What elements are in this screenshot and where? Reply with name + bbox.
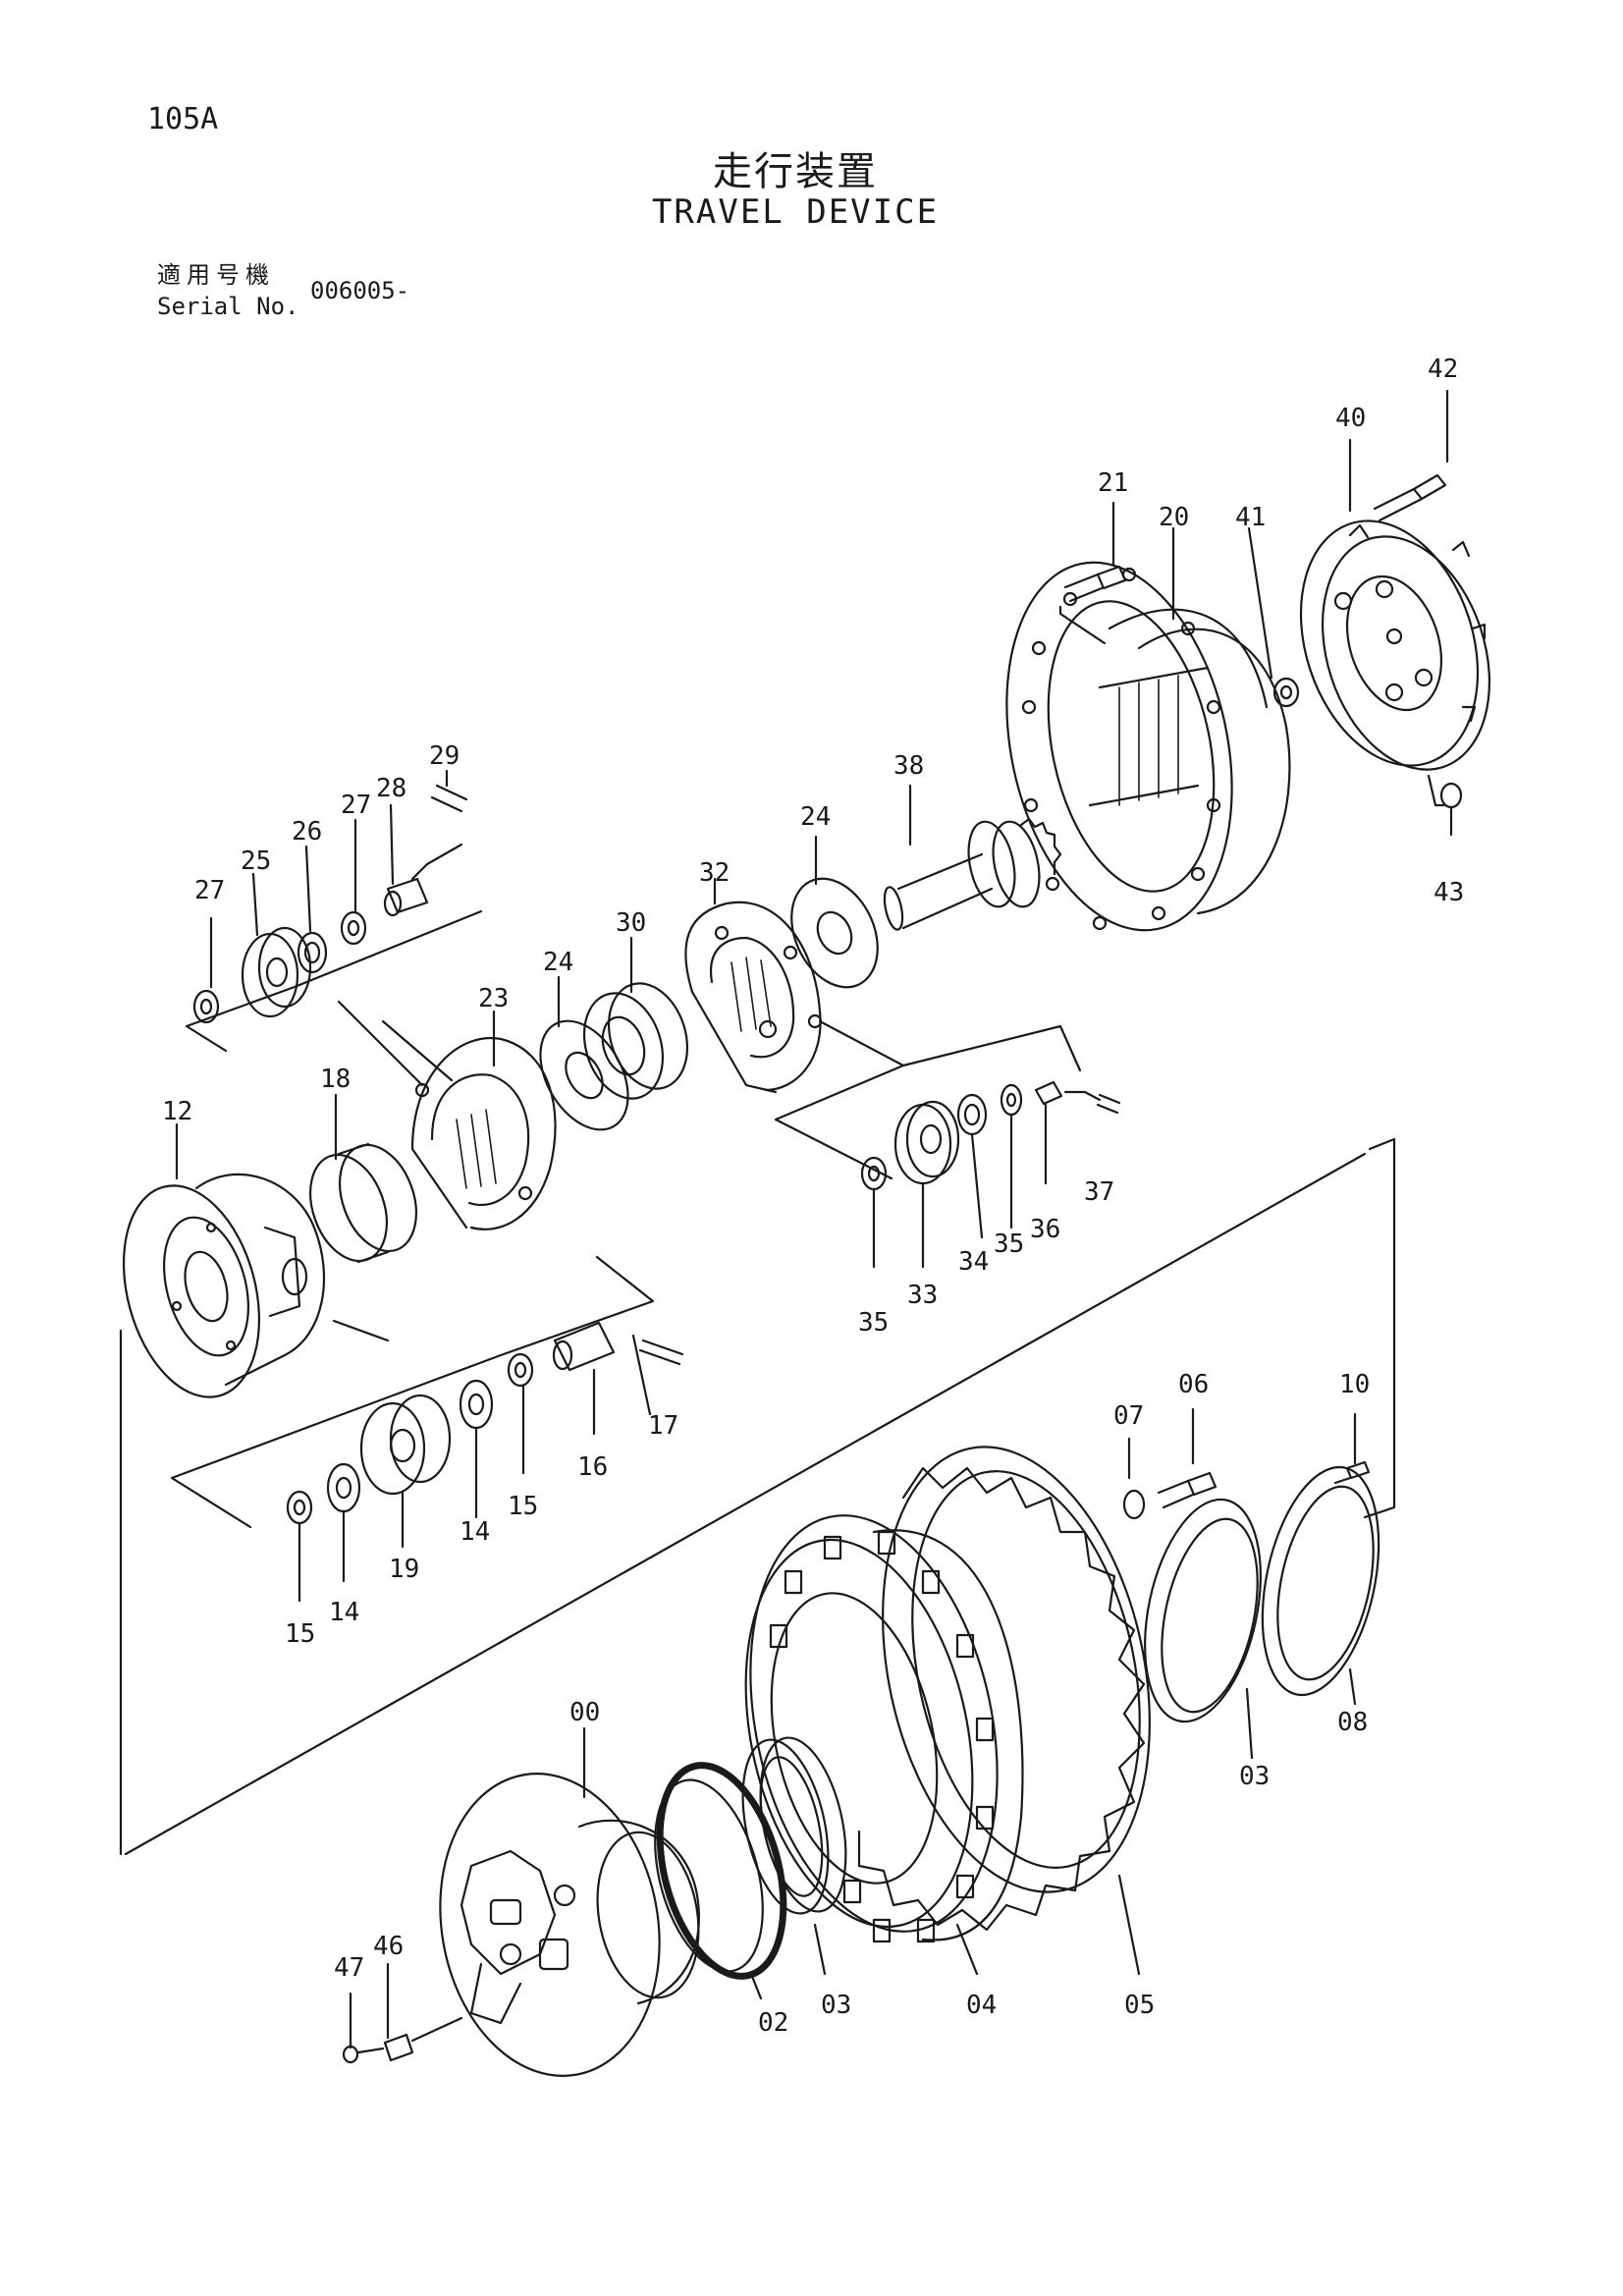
- cover-40: [1299, 438, 1491, 771]
- callout-34: 34: [958, 1247, 989, 1277]
- callout-03-right: 03: [1239, 1762, 1270, 1791]
- callout-15-upper: 15: [508, 1492, 538, 1521]
- callout-14-upper: 14: [460, 1517, 490, 1547]
- callout-42: 42: [1428, 355, 1458, 384]
- callout-40: 40: [1335, 404, 1366, 433]
- sprocket-05: [857, 1446, 1151, 1976]
- housing-20: [1005, 526, 1291, 932]
- callout-36: 36: [1030, 1215, 1060, 1244]
- callout-24-upper: 24: [800, 802, 831, 832]
- title-english: TRAVEL DEVICE: [651, 192, 940, 232]
- hub-04: [744, 1514, 1024, 1976]
- callout-10: 10: [1339, 1370, 1370, 1399]
- callout-37: 37: [1084, 1177, 1114, 1207]
- callout-21: 21: [1098, 468, 1128, 498]
- callout-41: 41: [1235, 503, 1266, 532]
- seal-02: [654, 1762, 787, 2000]
- callout-19: 19: [389, 1555, 419, 1584]
- parts-06-10-08: [1122, 1407, 1380, 1760]
- gear-18: [309, 1093, 417, 1264]
- serial-number-value: 006005-: [310, 277, 410, 304]
- gear-30: [582, 936, 689, 1100]
- callout-16: 16: [577, 1452, 608, 1482]
- callout-03-lower: 03: [821, 1991, 851, 2020]
- planet-group-14-19: [170, 1255, 684, 1603]
- callout-24-lower: 24: [543, 948, 573, 977]
- washer-24-upper: [790, 835, 879, 989]
- serial-label-english: Serial No.: [157, 293, 299, 320]
- planet-group-25-29: [185, 769, 483, 1087]
- callout-46: 46: [373, 1932, 404, 1961]
- callout-30: 30: [616, 908, 646, 938]
- callout-15-lower: 15: [285, 1619, 315, 1649]
- callout-14-lower: 14: [329, 1598, 359, 1627]
- nut-41: [1247, 526, 1300, 708]
- callout-25: 25: [241, 847, 271, 876]
- callout-17: 17: [648, 1411, 678, 1441]
- callout-27-upper: 27: [341, 791, 371, 820]
- callout-29: 29: [429, 741, 460, 771]
- planet-group-33-37: [774, 1064, 1121, 1269]
- callout-47: 47: [334, 1953, 364, 1983]
- callout-26: 26: [292, 817, 322, 847]
- callout-20: 20: [1159, 503, 1189, 532]
- plug-43: [1427, 774, 1463, 837]
- callout-08: 08: [1337, 1708, 1368, 1737]
- callout-23: 23: [478, 984, 509, 1013]
- callout-28: 28: [376, 774, 406, 803]
- callout-27-lower: 27: [194, 876, 225, 905]
- callout-18: 18: [320, 1065, 351, 1094]
- callout-32: 32: [699, 858, 730, 888]
- callout-02: 02: [758, 2008, 788, 2038]
- serial-label-japanese: 適用号機: [157, 261, 275, 289]
- callout-38: 38: [893, 751, 924, 781]
- parts-46-47: [342, 1962, 463, 2064]
- callout-04: 04: [966, 1991, 997, 2020]
- callout-43: 43: [1434, 878, 1464, 907]
- bearing-03-lower: [741, 1736, 847, 1976]
- title-japanese: 走行装置: [713, 149, 878, 194]
- callout-05: 05: [1124, 1991, 1155, 2020]
- callout-06: 06: [1178, 1370, 1209, 1399]
- callout-00: 00: [569, 1698, 600, 1727]
- callout-33: 33: [907, 1281, 938, 1310]
- carrier-32: [684, 877, 1082, 1094]
- callout-35-right: 35: [994, 1230, 1024, 1259]
- callout-labels: 42 40 21 20 41 43 29 28 27 26 25 27 38 2…: [162, 355, 1464, 2038]
- callout-35-left: 35: [858, 1308, 889, 1338]
- page-code: 105A: [147, 102, 219, 137]
- hub-12: [122, 1122, 326, 1398]
- assembly-boundary-lines: [119, 1137, 1396, 1856]
- bolt-42: [1373, 389, 1449, 522]
- shaft-38: [883, 784, 1062, 931]
- callout-07: 07: [1113, 1401, 1144, 1431]
- washer-24-lower: [539, 975, 629, 1131]
- carrier-23: [410, 1010, 557, 1230]
- motor-00: [439, 1726, 700, 2077]
- callout-12: 12: [162, 1097, 192, 1126]
